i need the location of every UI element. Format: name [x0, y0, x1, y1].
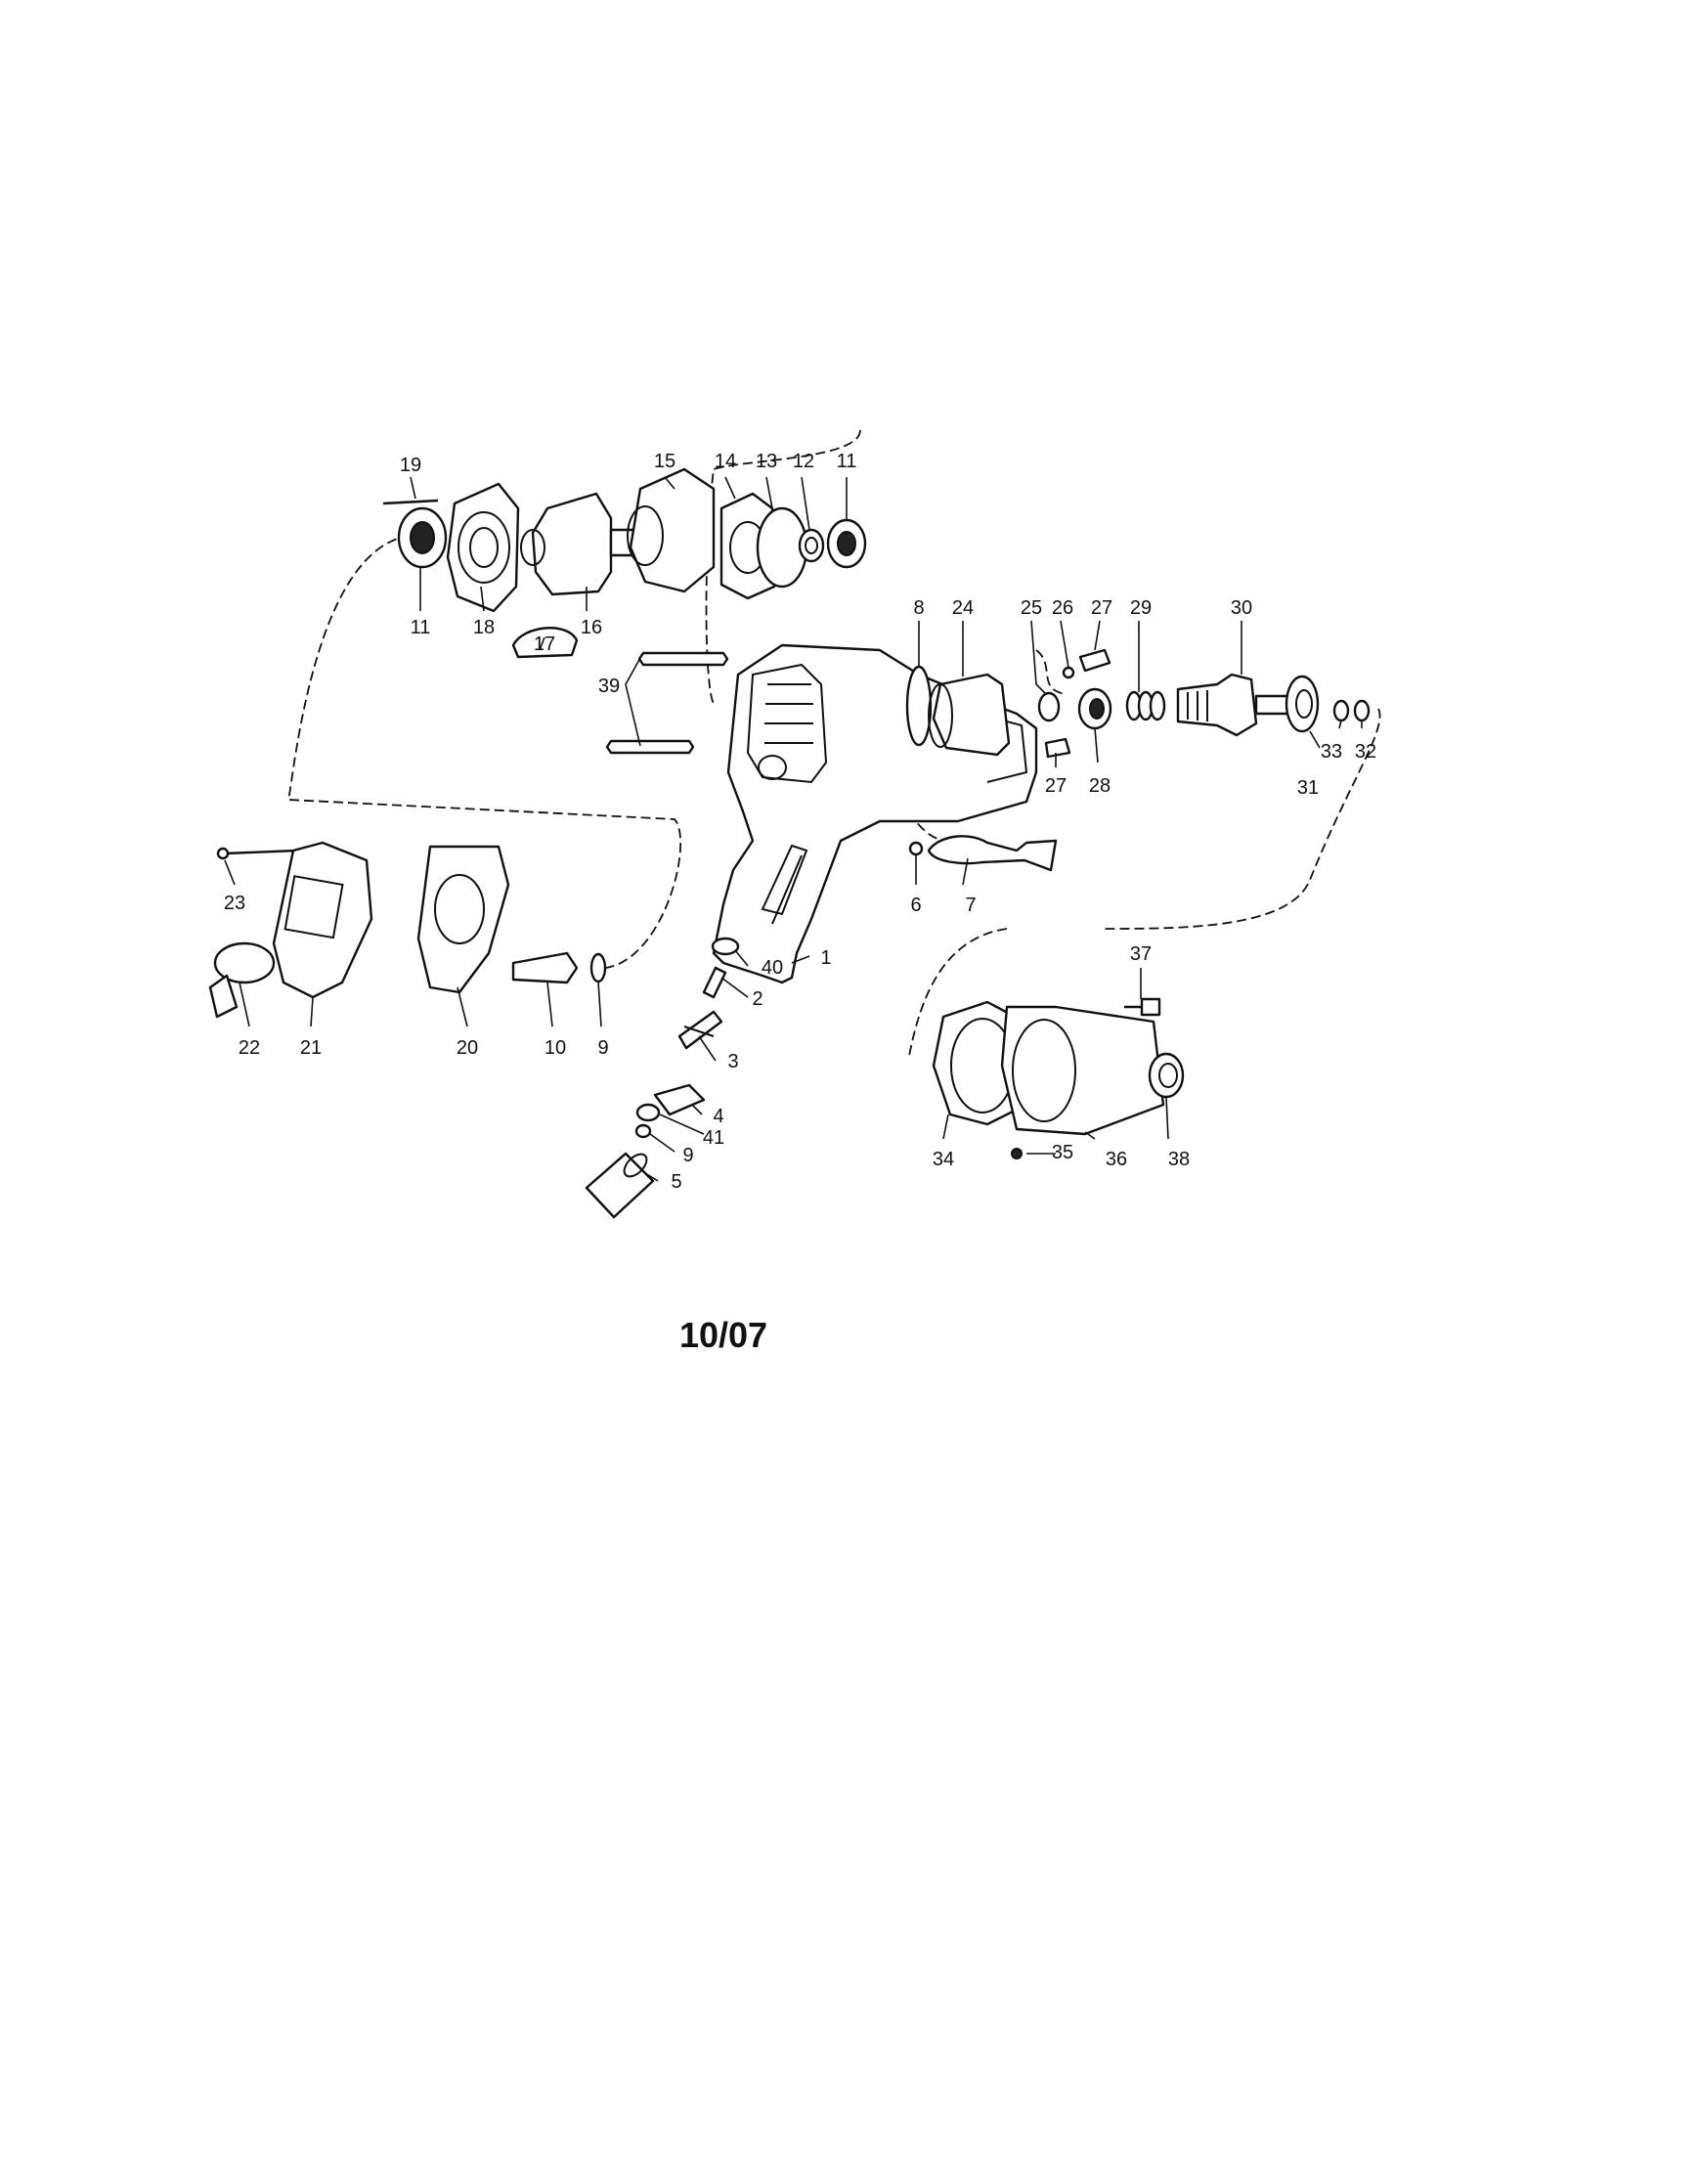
callout-22: 22: [239, 1037, 260, 1059]
callout-38: 38: [1168, 1149, 1190, 1170]
callout-32: 32: [1355, 741, 1376, 763]
part-18-end-plate: [446, 482, 520, 613]
callout-37: 37: [1130, 943, 1152, 965]
part-27-pin-upper: [1078, 648, 1111, 673]
part-35-screw: [1011, 1148, 1023, 1159]
callout-20: 20: [457, 1037, 478, 1059]
part-32-ring: [1353, 699, 1371, 722]
part-5-air-inlet: [585, 1152, 655, 1219]
part-2-valve-stem: [702, 966, 727, 999]
part-41-oring: [635, 1103, 661, 1122]
callout-13: 13: [756, 451, 777, 472]
callout-11-left: 11: [411, 617, 431, 638]
callout-6: 6: [910, 895, 921, 916]
part-31-seal: [1285, 675, 1320, 733]
part-30-anvil: [1176, 673, 1297, 737]
part-11-bearing-right: [826, 518, 867, 569]
part-11-bearing-left: [397, 506, 448, 569]
callout-41: 41: [703, 1127, 724, 1149]
part-22-reverse-knob: [208, 941, 276, 1019]
part-4-filter: [653, 1083, 706, 1116]
part-8-gasket: [905, 665, 933, 747]
part-28-hammer: [1077, 687, 1112, 730]
part-21-back-cover: [272, 841, 373, 999]
callout-14: 14: [715, 451, 736, 472]
callout-9-lower: 9: [682, 1145, 693, 1166]
part-26-ball: [1062, 666, 1075, 679]
part-34-gasket: [932, 1000, 1028, 1126]
callout-7: 7: [965, 895, 976, 916]
part-24-hammer-case: [928, 673, 1011, 757]
callout-34: 34: [933, 1149, 954, 1170]
callout-4: 4: [713, 1106, 723, 1127]
callout-10: 10: [545, 1037, 566, 1059]
part-6-ball: [908, 841, 924, 856]
part-10-valve: [511, 951, 579, 984]
callout-labels: 19 15 14 13 12 11 11 18 17 16 8 24 25 26…: [224, 451, 1376, 1193]
callout-36: 36: [1106, 1149, 1127, 1170]
callout-29: 29: [1130, 597, 1152, 619]
part-14-end-plate: [719, 492, 776, 600]
part-15-cylinder: [627, 467, 716, 593]
callout-3: 3: [727, 1051, 738, 1072]
callout-11-right: 11: [837, 451, 857, 472]
part-23-screw: [216, 847, 299, 860]
callout-21: 21: [300, 1037, 322, 1059]
part-25-washer: [1037, 691, 1061, 722]
callout-35: 35: [1052, 1142, 1073, 1163]
callout-16: 16: [581, 617, 602, 638]
callout-9-upper: 9: [597, 1037, 608, 1059]
part-12-bearing: [798, 528, 825, 563]
callout-17: 17: [534, 633, 555, 655]
leader-lines: [224, 476, 1363, 1182]
part-37-screw: [1124, 997, 1161, 1017]
part-3-spring: [677, 1010, 723, 1050]
part-17-vane: [511, 627, 579, 659]
callout-8: 8: [913, 597, 924, 619]
callout-15: 15: [654, 451, 675, 472]
callout-24: 24: [952, 597, 974, 619]
callout-31: 31: [1297, 777, 1319, 799]
part-16-rotor: [520, 492, 642, 596]
part-29-spring: [1125, 690, 1166, 721]
part-38-bushing: [1148, 1052, 1185, 1099]
callout-12: 12: [793, 451, 814, 472]
part-39-springs: [605, 651, 729, 755]
part-40-oring: [711, 937, 740, 956]
callout-28: 28: [1089, 775, 1111, 797]
callout-39: 39: [598, 676, 620, 697]
part-19-pin: [382, 499, 439, 505]
callout-1: 1: [820, 947, 831, 969]
part-27-pin-lower: [1044, 737, 1071, 759]
callout-25: 25: [1021, 597, 1042, 619]
part-7-trigger: [927, 835, 1058, 872]
callout-18: 18: [473, 617, 495, 638]
callout-33: 33: [1321, 741, 1342, 763]
part-9-oring-lower: [634, 1123, 652, 1139]
callout-5: 5: [671, 1171, 681, 1193]
callout-27-upper: 27: [1091, 597, 1112, 619]
date-code: 10/07: [679, 1315, 767, 1355]
callout-2: 2: [752, 988, 762, 1010]
callout-26: 26: [1052, 597, 1073, 619]
part-33-oring: [1332, 699, 1350, 722]
part-9-oring-upper: [589, 952, 607, 983]
callout-27-lower: 27: [1045, 775, 1067, 797]
part-20-gasket: [416, 845, 510, 994]
callout-30: 30: [1231, 597, 1252, 619]
callout-19: 19: [400, 455, 421, 476]
part-36-front-housing: [1000, 1005, 1165, 1136]
callout-23: 23: [224, 893, 245, 914]
callout-40: 40: [762, 957, 783, 979]
